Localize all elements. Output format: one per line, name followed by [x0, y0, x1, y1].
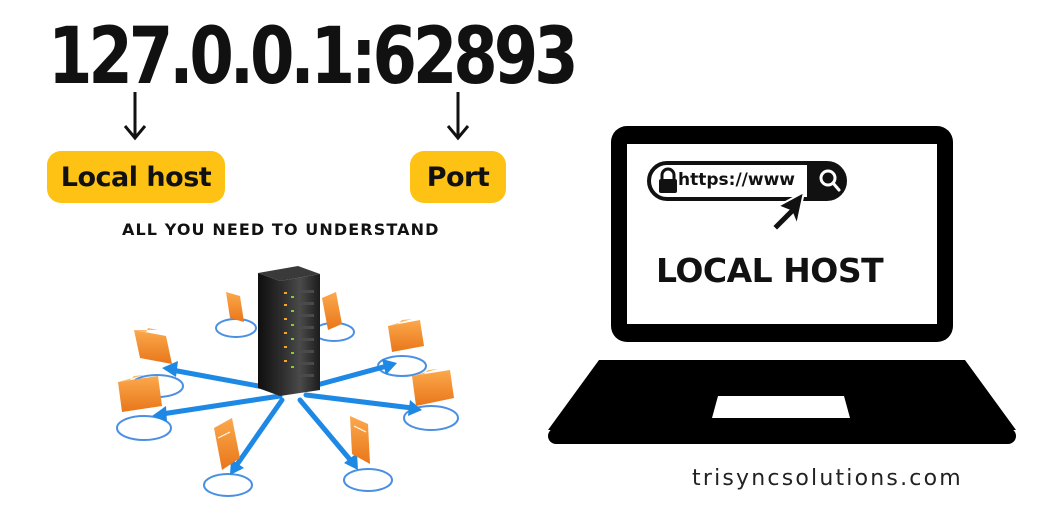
server-rack-icon — [258, 266, 320, 396]
browser-url-text: https://www — [678, 170, 795, 190]
folder-icon — [412, 369, 454, 406]
page-title: 127.0.0.1:62893 — [48, 12, 579, 102]
folder-icon — [226, 292, 244, 322]
mouse-pointer-icon — [770, 190, 806, 233]
folder-icon — [118, 375, 162, 412]
folder-icon — [322, 292, 342, 330]
browser-address-bar — [647, 161, 847, 201]
folder-icon — [388, 319, 424, 352]
folder-icon — [350, 416, 370, 464]
website-url: trisyncsolutions.com — [692, 466, 963, 491]
local-host-label: Local host — [47, 151, 225, 203]
magnifier-icon — [819, 169, 841, 192]
lock-icon — [659, 167, 677, 193]
laptop-heading: LOCAL HOST — [656, 251, 884, 290]
folder-icon — [134, 328, 172, 364]
port-label: Port — [410, 151, 506, 203]
folder-icon — [214, 418, 240, 470]
down-arrow-icon — [446, 92, 470, 148]
network-illustration — [116, 266, 459, 497]
subtitle: ALL YOU NEED TO UNDERSTAND — [122, 220, 440, 239]
down-arrow-icon — [123, 92, 147, 148]
